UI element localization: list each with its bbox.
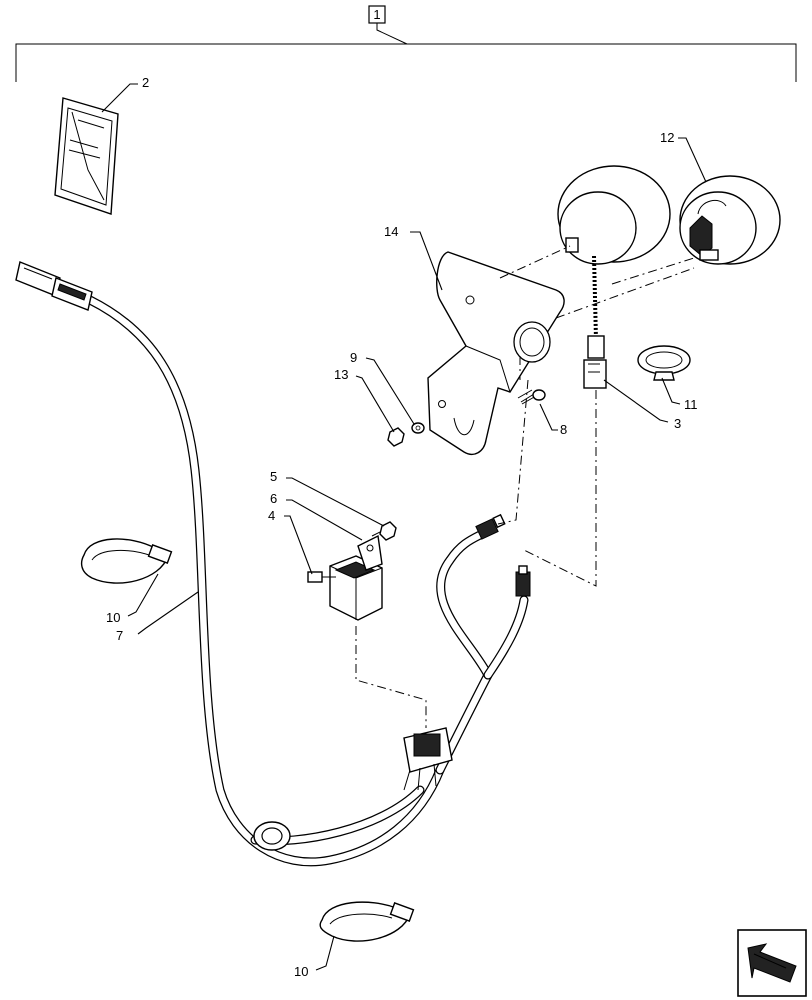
part-2-instruction-leaflet[interactable] [54,97,119,215]
part-3-sensor-lead[interactable] [583,255,607,389]
callout-1: 1 [373,7,380,22]
callout-4: 4 [268,508,275,523]
part-9-washer[interactable] [411,422,425,434]
part-relay[interactable] [329,534,383,621]
part-5-nut[interactable] [379,521,397,541]
part-14-mounting-bracket[interactable] [427,251,565,456]
part-10-cable-tie-upper[interactable] [80,538,173,584]
callout-11: 11 [684,397,698,412]
part-12-gauge[interactable] [557,165,781,265]
callout-9: 9 [350,350,357,365]
part-11-hose-clamp[interactable] [637,345,691,381]
callout-6: 6 [270,491,277,506]
part-13-nut[interactable] [387,427,405,447]
callout-10-lower: 10 [294,964,308,979]
assembly-bracket: 1 [15,5,797,82]
callout-12: 12 [660,130,674,145]
callout-2: 2 [142,75,149,90]
callout-8: 8 [560,422,567,437]
callout-10-upper: 10 [106,610,120,625]
assembly-lines [355,245,695,728]
part-10-cable-tie-lower[interactable] [319,901,415,942]
callout-7: 7 [116,628,123,643]
next-page-arrow-icon[interactable] [737,929,807,997]
part-4-bolt[interactable] [307,571,336,583]
callout-5: 5 [270,469,277,484]
part-8-screw[interactable] [517,389,546,405]
callout-3: 3 [674,416,681,431]
callout-13: 13 [334,367,348,382]
callout-14: 14 [384,224,398,239]
part-7-wiring-harness[interactable] [15,261,531,867]
